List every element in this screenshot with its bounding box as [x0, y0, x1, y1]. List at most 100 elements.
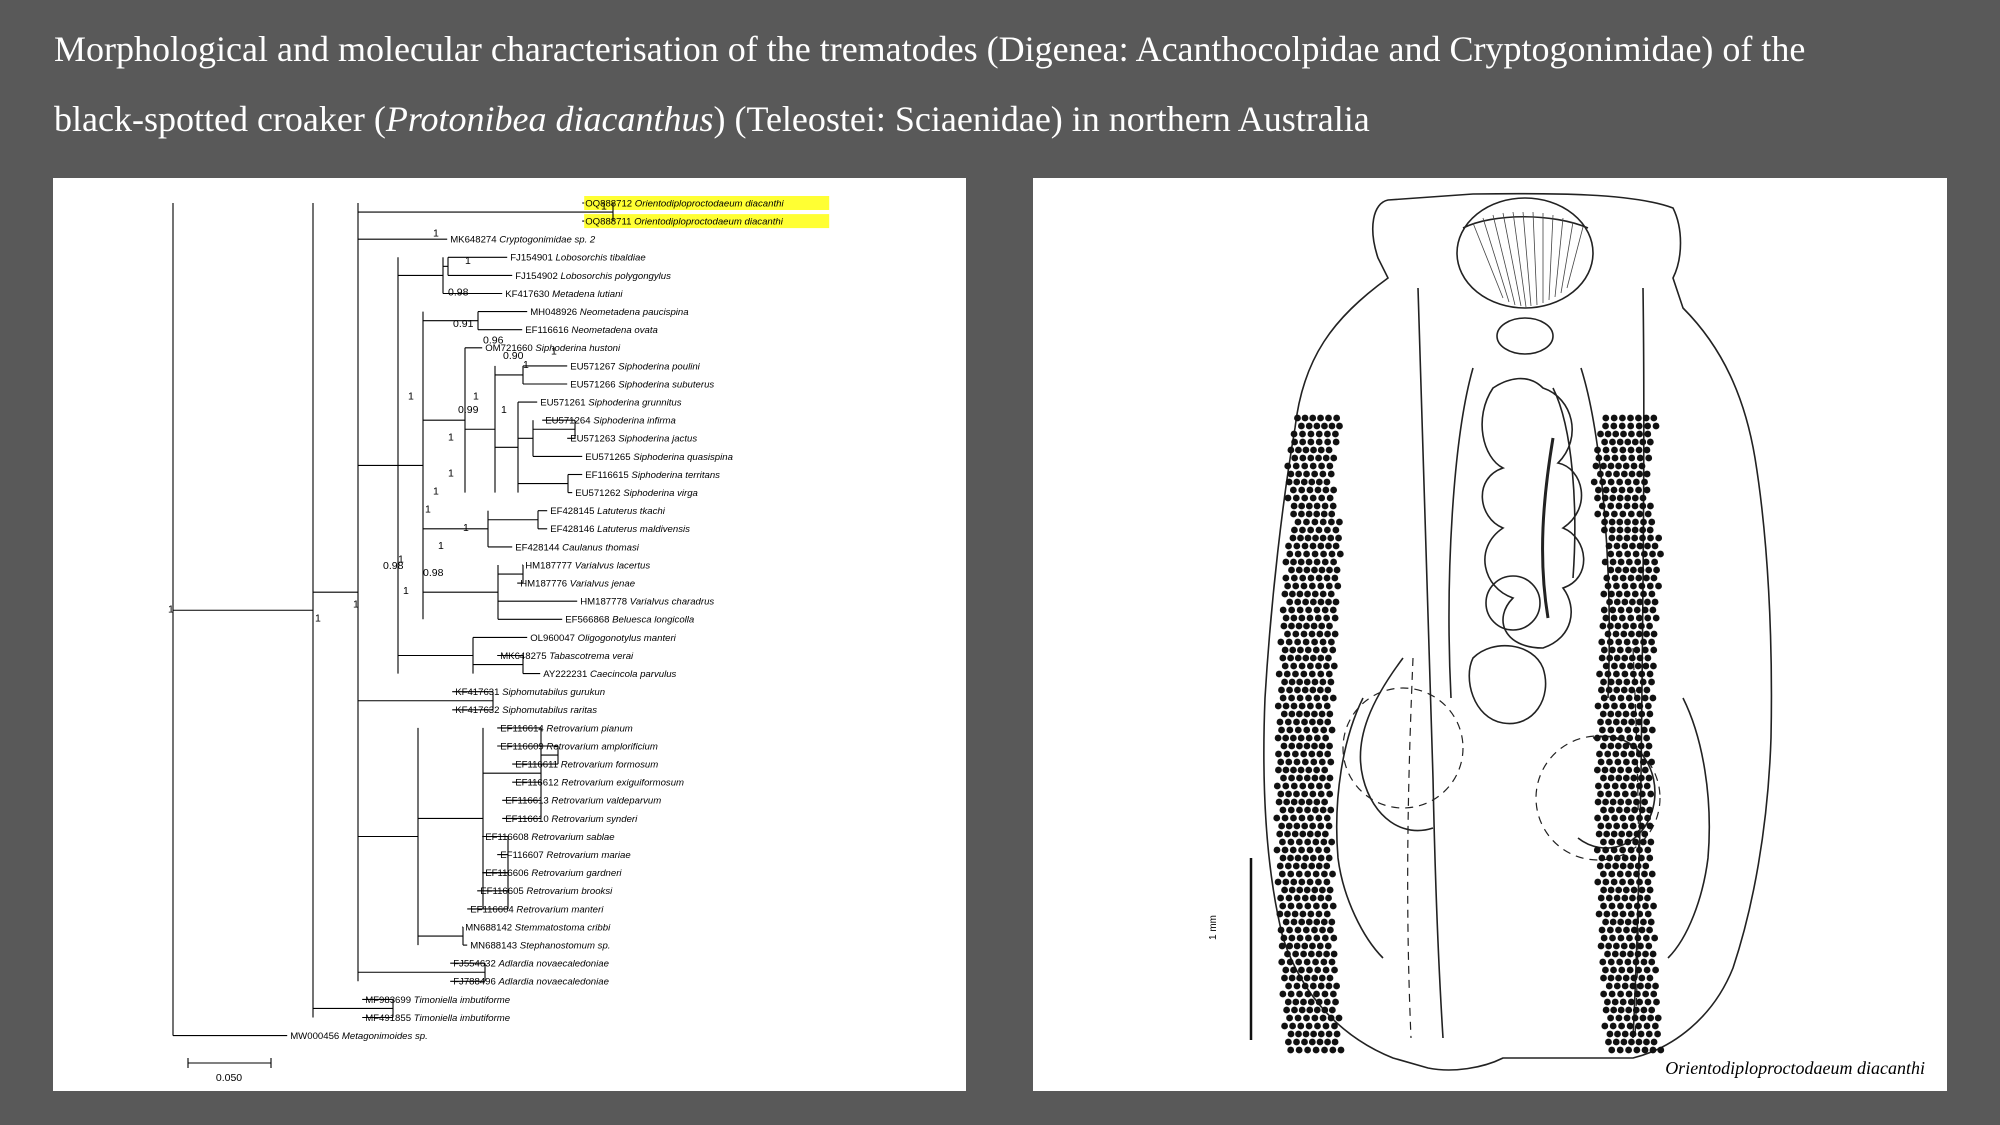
accession-number: MH048926	[530, 307, 580, 318]
vitelline-follicle	[1642, 902, 1649, 910]
vitelline-follicle	[1287, 1030, 1295, 1038]
vitelline-follicle	[1644, 422, 1652, 430]
vitelline-follicle	[1643, 630, 1650, 638]
vitelline-follicle	[1335, 534, 1342, 542]
vitelline-follicle	[1329, 502, 1337, 510]
vitelline-follicle	[1604, 670, 1612, 678]
vitelline-follicle	[1284, 950, 1291, 958]
vitelline-follicle	[1635, 446, 1643, 454]
vitelline-follicle	[1611, 910, 1619, 918]
accession-number: EF566868	[565, 615, 612, 626]
vitelline-follicle	[1333, 566, 1341, 574]
vitelline-follicle	[1310, 622, 1318, 630]
vitelline-follicle	[1619, 950, 1627, 958]
vitelline-follicle	[1608, 646, 1616, 654]
vitelline-follicle	[1599, 478, 1607, 486]
vitelline-follicle	[1284, 462, 1292, 470]
vitelline-follicle	[1309, 854, 1317, 862]
title-line-2-start: black-spotted croaker (	[54, 99, 386, 139]
vitelline-follicle	[1630, 974, 1638, 982]
vitelline-follicle	[1616, 870, 1624, 878]
vitelline-follicle	[1284, 582, 1292, 590]
vitelline-follicle	[1326, 742, 1333, 750]
vitelline-follicle	[1290, 766, 1297, 774]
vitelline-follicle	[1647, 534, 1654, 542]
vitelline-follicle	[1603, 782, 1611, 790]
vitelline-follicle	[1309, 598, 1317, 606]
accession-number: EF428145	[550, 506, 597, 517]
vitelline-follicle	[1298, 846, 1305, 854]
vitelline-follicle	[1311, 518, 1319, 526]
vitelline-follicle	[1602, 918, 1609, 926]
vitelline-follicle	[1296, 974, 1304, 982]
vitelline-follicle	[1605, 942, 1613, 950]
title-species-name: Protonibea diacanthus	[385, 99, 714, 139]
vitelline-follicle	[1308, 582, 1316, 590]
vitelline-follicle	[1326, 974, 1334, 982]
taxon-label: EF116608 Retrovarium sablae	[485, 832, 614, 843]
taxon-label: EF116609 Retrovarium amplorificium	[500, 741, 658, 752]
vitelline-follicle	[1636, 998, 1644, 1006]
vitelline-follicle	[1635, 630, 1643, 638]
vitelline-follicle	[1319, 678, 1327, 686]
vitelline-follicle	[1329, 902, 1337, 910]
vitelline-follicle	[1633, 646, 1641, 654]
vitelline-follicle	[1628, 598, 1636, 606]
vitelline-follicle	[1599, 870, 1607, 878]
vitelline-follicle	[1306, 702, 1314, 710]
vitelline-follicle	[1331, 614, 1339, 622]
accession-number: EU571265	[585, 452, 633, 463]
vitelline-follicle	[1644, 814, 1651, 822]
vitelline-follicle	[1273, 846, 1281, 854]
vitelline-follicle	[1609, 934, 1616, 942]
vitelline-follicle	[1644, 598, 1651, 606]
vitelline-follicle	[1611, 998, 1619, 1006]
vitelline-follicle	[1651, 542, 1659, 550]
vitelline-follicle	[1290, 798, 1298, 806]
vitelline-follicle	[1610, 830, 1618, 838]
vitelline-follicle	[1277, 790, 1285, 798]
bootstrap-support: 1	[433, 228, 439, 240]
vitelline-follicle	[1307, 438, 1315, 446]
vitelline-follicle	[1313, 1006, 1321, 1014]
vitelline-follicle	[1293, 478, 1301, 486]
species-name: Lobosorchis polygongylus	[561, 271, 672, 282]
species-name: Retrovarium pianum	[546, 723, 632, 734]
species-name: Retrovarium formosum	[561, 760, 659, 771]
vitelline-follicle	[1321, 606, 1329, 614]
vitelline-follicle	[1608, 990, 1616, 998]
vitelline-follicle	[1280, 934, 1288, 942]
vitelline-follicle	[1333, 982, 1341, 990]
vitelline-follicle	[1296, 606, 1304, 614]
vitelline-follicle	[1313, 510, 1321, 518]
accession-number: AY222231	[543, 669, 590, 680]
taxon-label: KF417630 Metadena lutiani	[505, 289, 623, 300]
vitelline-follicle	[1309, 686, 1317, 694]
vitelline-follicle	[1650, 414, 1658, 422]
vitelline-follicle	[1619, 910, 1627, 918]
vitelline-follicle	[1324, 750, 1332, 758]
vitelline-follicle	[1307, 526, 1315, 534]
vitelline-follicle	[1280, 742, 1288, 750]
vitelline-follicle	[1294, 726, 1302, 734]
species-name: Retrovarium exiguiformosum	[561, 778, 684, 789]
vitelline-follicle	[1325, 822, 1333, 830]
vitelline-follicle	[1301, 894, 1309, 902]
vitelline-follicle	[1288, 694, 1295, 702]
vitelline-follicle	[1607, 710, 1615, 718]
vitelline-follicle	[1629, 542, 1636, 550]
vitelline-follicle	[1326, 710, 1334, 718]
vitelline-follicle	[1627, 662, 1634, 670]
vitelline-follicle	[1306, 878, 1314, 886]
vitelline-follicle	[1328, 918, 1336, 926]
species-name: Varialvus lacertus	[575, 560, 651, 571]
vitelline-follicle	[1328, 422, 1336, 430]
vitelline-follicle	[1610, 486, 1618, 494]
vitelline-follicle	[1316, 718, 1324, 726]
phylogenetic-tree-panel: OQ888712 Orientodiploproctodaeum diacant…	[53, 178, 966, 1091]
vitelline-follicle	[1287, 806, 1295, 814]
vitelline-follicle	[1281, 662, 1289, 670]
vitelline-follicle	[1615, 590, 1623, 598]
vitelline-follicle	[1633, 830, 1641, 838]
vitelline-follicle	[1325, 598, 1332, 606]
